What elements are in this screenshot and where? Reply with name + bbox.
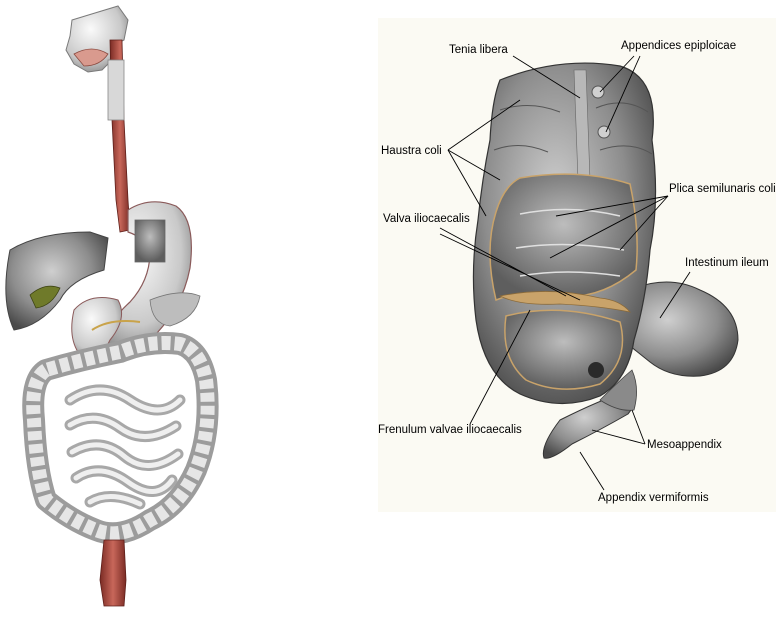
plicae-semilunares xyxy=(515,208,625,277)
pancreas xyxy=(149,292,201,327)
stomach-cutaway xyxy=(134,219,166,263)
tongue xyxy=(73,48,109,67)
appendix-orifice xyxy=(588,362,604,378)
liver xyxy=(5,231,109,331)
gallbladder xyxy=(29,285,61,309)
leader-lines xyxy=(439,55,691,491)
caecum-illustration xyxy=(378,18,776,512)
caecum-interior-lower xyxy=(504,309,624,390)
mesoappendix-shape xyxy=(599,369,637,411)
label-appendices-epiploicae: Appendices epiploicae xyxy=(621,40,737,52)
pancreatic-duct xyxy=(91,320,141,331)
pharynx xyxy=(107,59,125,121)
interior-window xyxy=(489,173,638,302)
label-intestinum-ileum: Intestinum ileum xyxy=(685,257,769,269)
label-appendix-vermiformis: Appendix vermiformis xyxy=(598,492,709,504)
label-frenulum-valvae-iliocaecalis: Frenulum valvae iliocaecalis xyxy=(378,424,522,436)
label-haustra-coli: Haustra coli xyxy=(381,145,442,157)
haustra xyxy=(493,102,653,155)
label-plica-semilunaris-coli: Plica semilunaris coli xyxy=(669,183,776,195)
label-valva-iliocaecalis: Valva iliocaecalis xyxy=(383,213,470,225)
rectum xyxy=(99,539,127,607)
epiploic-appendix xyxy=(591,85,605,99)
digestive-system-illustration xyxy=(5,5,219,607)
label-mesoappendix: Mesoappendix xyxy=(647,439,722,451)
label-tenia-libera: Tenia libera xyxy=(449,44,508,56)
